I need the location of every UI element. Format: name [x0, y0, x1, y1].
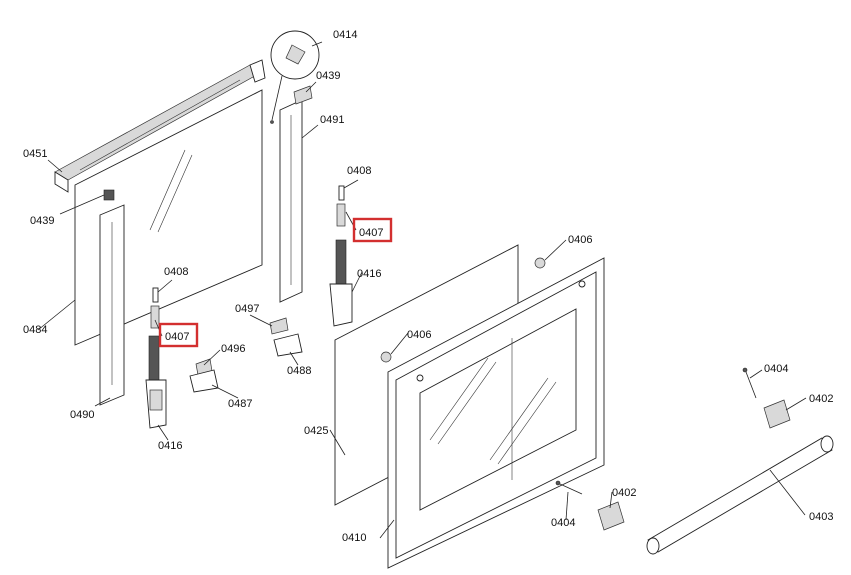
label-0416-left: 0416 [158, 440, 182, 452]
label-0496: 0496 [221, 343, 245, 355]
label-0425: 0425 [304, 425, 328, 437]
label-0416-top: 0416 [357, 268, 381, 280]
spacer-0406-mid [380, 351, 392, 363]
screw-0404-right [742, 367, 757, 399]
screw-0404-bottom [555, 480, 583, 495]
label-0406-top: 0406 [568, 234, 592, 246]
label-0439-left: 0439 [30, 215, 54, 227]
label-0404-bottom: 0404 [551, 517, 575, 529]
highlight-box-0407-top [352, 217, 393, 243]
highlight-box-0407-left [158, 322, 199, 348]
label-0403: 0403 [809, 511, 833, 523]
handle-support-0402-right [763, 399, 791, 429]
center-hinge-rail-0491 [279, 85, 313, 303]
part-labels: 0414 0439 0491 0451 0439 0408 0407 0406 … [23, 29, 833, 544]
label-0484: 0484 [23, 324, 47, 336]
label-0490: 0490 [70, 409, 94, 421]
label-0488: 0488 [287, 365, 311, 377]
label-0414: 0414 [333, 29, 357, 41]
label-0451: 0451 [23, 148, 47, 160]
label-0402-bottom: 0402 [612, 487, 636, 499]
label-0408-left: 0408 [164, 266, 188, 278]
clip-0488 [273, 333, 303, 357]
label-0491: 0491 [320, 114, 344, 126]
outer-door-0410 [387, 257, 605, 569]
clip-0487 [189, 369, 219, 393]
label-0439-top: 0439 [316, 70, 340, 82]
left-hinge-assembly [145, 287, 167, 429]
leader-lines [37, 41, 807, 539]
label-0487: 0487 [228, 398, 252, 410]
label-0407-top: 0407 [359, 227, 383, 239]
label-0497: 0497 [235, 303, 259, 315]
spacer-0406-top [534, 257, 546, 269]
clip-0497 [269, 317, 289, 335]
handle-bar-0403 [646, 435, 834, 555]
label-0407-left: 0407 [165, 331, 189, 343]
label-0408-top: 0408 [347, 165, 371, 177]
label-0402-right: 0402 [809, 393, 833, 405]
label-0410: 0410 [342, 532, 366, 544]
left-hinge-rail-0490 [99, 189, 125, 406]
top-rail-0451 [54, 59, 266, 193]
label-0406-mid: 0406 [407, 329, 431, 341]
detail-callout-0414 [270, 30, 320, 124]
label-0404-right: 0404 [764, 363, 788, 375]
handle-support-0402-bottom [597, 501, 625, 531]
right-hinge-assembly [329, 185, 353, 327]
